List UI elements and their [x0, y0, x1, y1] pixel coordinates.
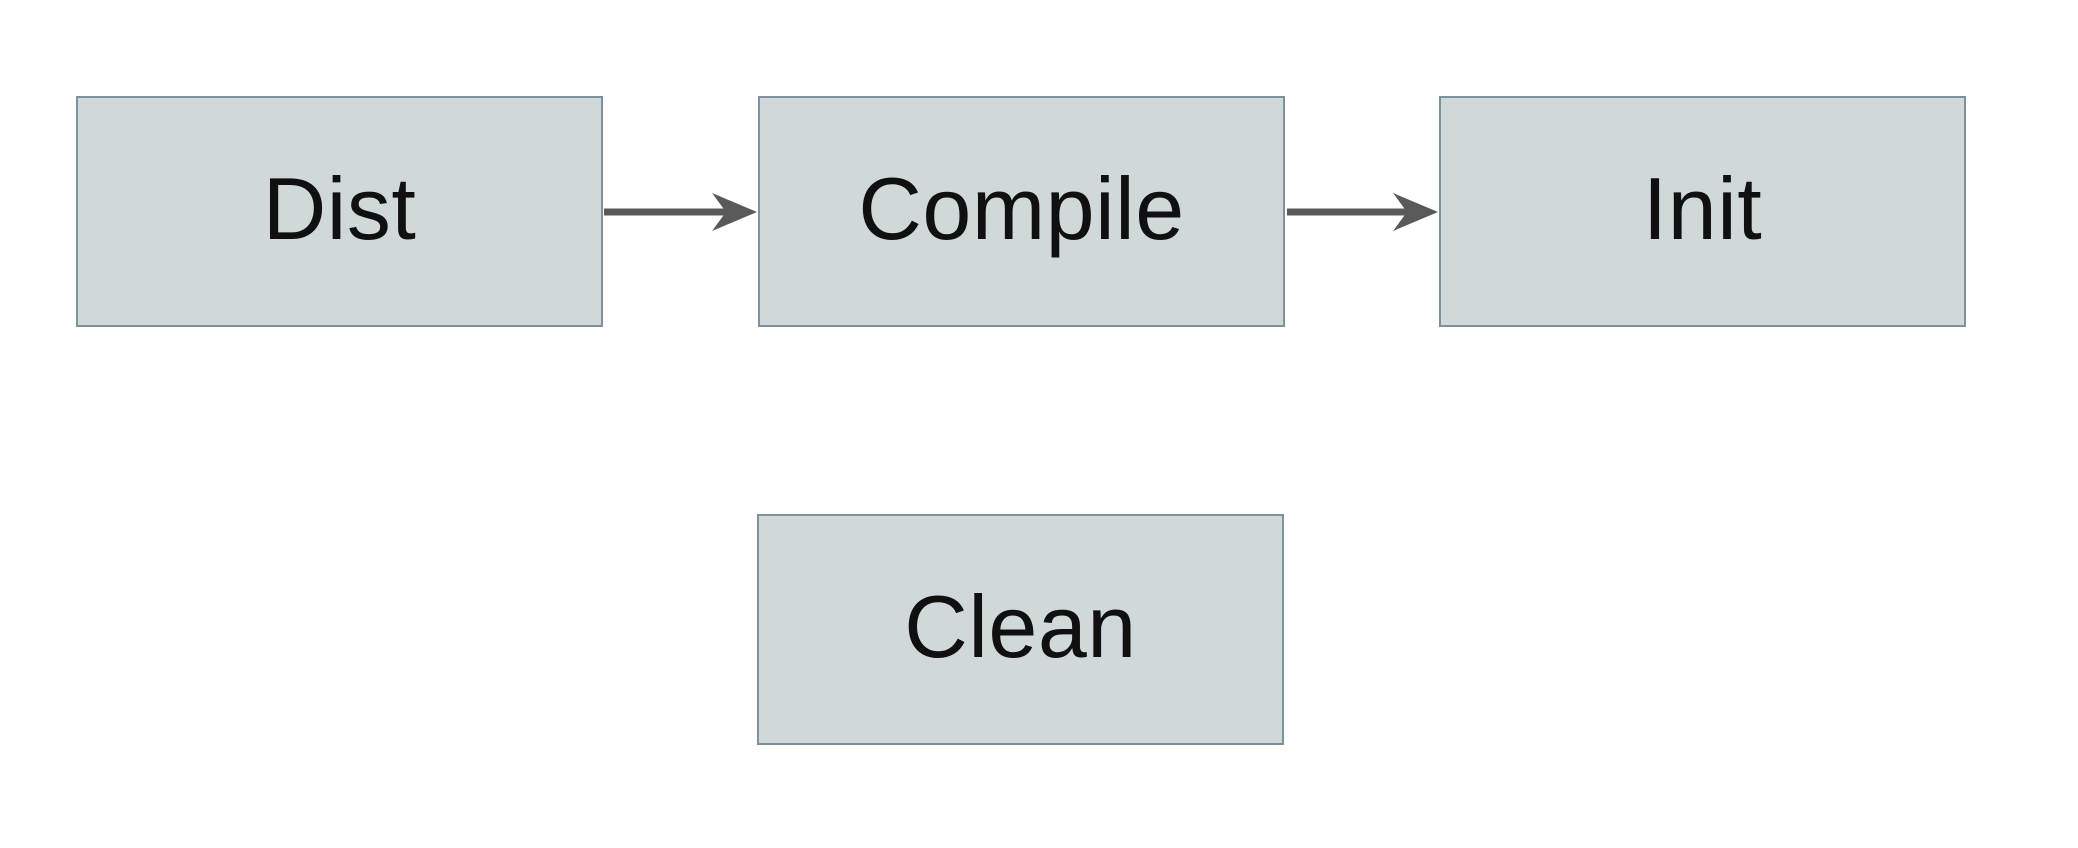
- node-clean-label: Clean: [904, 576, 1137, 676]
- node-dist-label: Dist: [262, 158, 417, 258]
- node-dist[interactable]: Dist: [76, 96, 603, 327]
- arrow-dist-to-compile[interactable]: [604, 193, 757, 231]
- node-clean[interactable]: Clean: [757, 514, 1284, 745]
- node-init-label: Init: [1642, 158, 1763, 258]
- node-init[interactable]: Init: [1439, 96, 1966, 327]
- arrow-compile-to-init[interactable]: [1287, 193, 1438, 231]
- node-compile-label: Compile: [858, 158, 1185, 258]
- node-compile[interactable]: Compile: [758, 96, 1285, 327]
